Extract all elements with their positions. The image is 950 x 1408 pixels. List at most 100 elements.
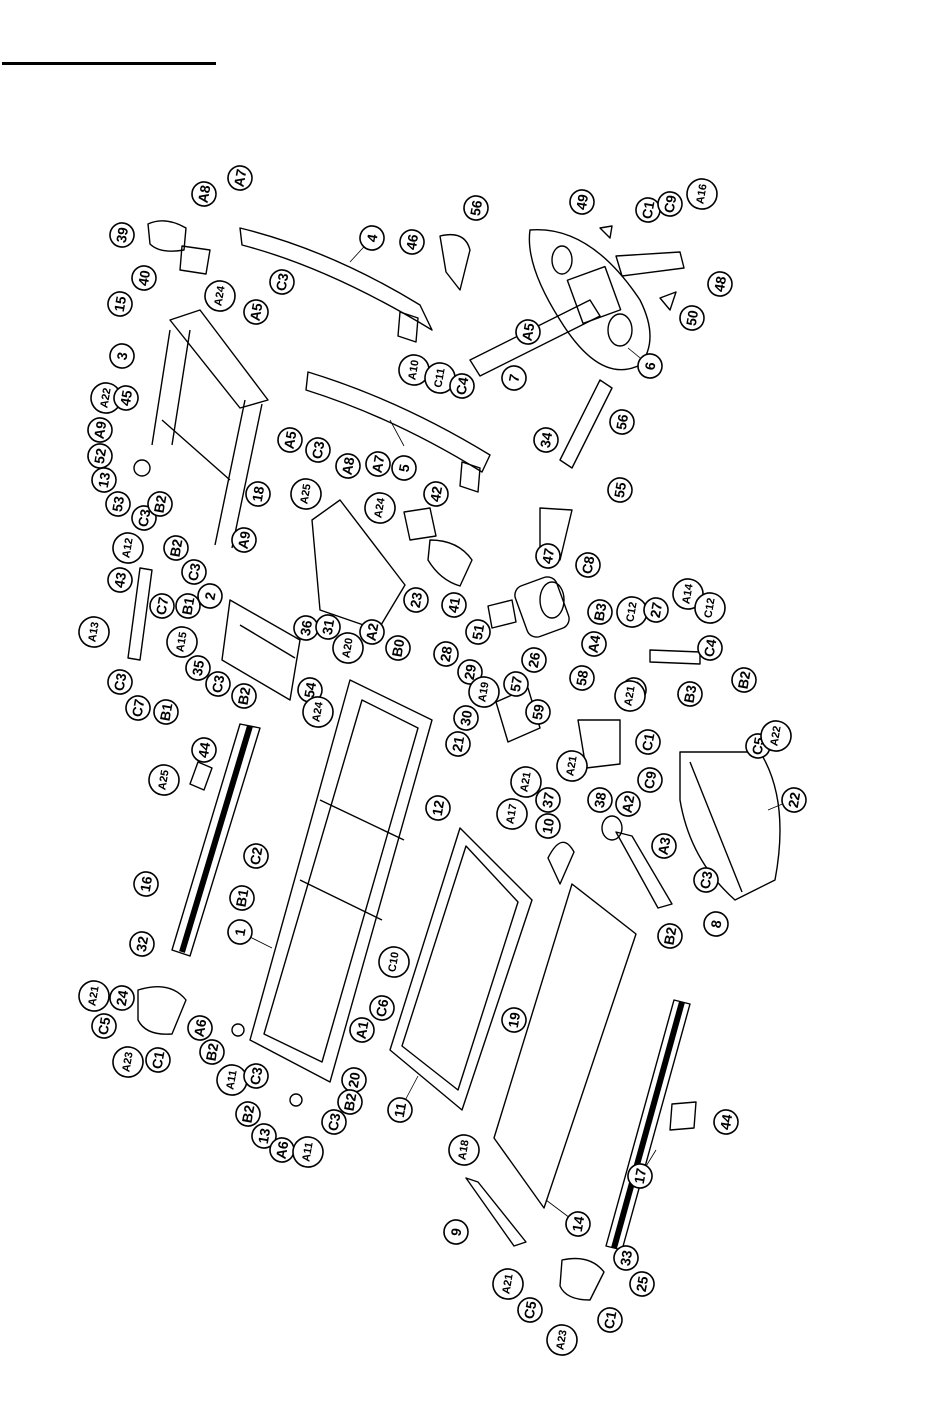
callout-a13: A13 <box>78 616 110 648</box>
callout-a24-mid: A24 <box>364 492 396 524</box>
callout-20: 20 <box>341 1067 367 1093</box>
callout-b2-mid: B2 <box>163 535 189 561</box>
callout-circle <box>637 767 663 793</box>
callout-circle <box>399 229 425 255</box>
part-main-frame-inner <box>263 699 419 1063</box>
callout-label: C3 <box>185 562 204 583</box>
callout-circle <box>87 417 113 443</box>
callout-circle <box>781 787 807 813</box>
callout-label: 46 <box>403 233 421 251</box>
part-deck-frame-inner <box>401 845 519 1091</box>
callout-label: A25 <box>298 483 313 505</box>
callout-circle <box>569 665 595 691</box>
callout-label: A6 <box>273 1140 292 1161</box>
callout-label: 16 <box>137 875 155 893</box>
part-46-grip <box>439 233 471 291</box>
callout-label: 9 <box>447 1227 464 1238</box>
callout-label: 56 <box>613 413 631 431</box>
callout-circle <box>364 492 396 524</box>
callout-17: 17 <box>627 1163 653 1189</box>
callout-circle <box>321 1109 347 1135</box>
callout-circle <box>457 659 483 685</box>
part-upright-foot-lower <box>459 461 481 493</box>
callout-b2-roller: B2 <box>657 923 683 949</box>
callout-label: A2 <box>619 794 638 815</box>
callout-circle <box>231 683 257 709</box>
callout-circle <box>145 1047 171 1073</box>
callout-label: 24 <box>113 989 131 1007</box>
callout-29: 29 <box>457 659 483 685</box>
part-upright-foot-upper <box>397 311 419 343</box>
part-drive-belt <box>547 841 575 885</box>
callout-28: 28 <box>433 641 459 667</box>
callout-a5-top: A5 <box>243 299 269 325</box>
callout-label: A19 <box>476 681 491 703</box>
callout-label: A9 <box>91 420 110 441</box>
callout-label: A5 <box>519 322 538 343</box>
part-upright-arm-lower <box>305 371 491 473</box>
callout-50: 50 <box>679 305 705 331</box>
callout-circle <box>235 1101 261 1127</box>
callout-label: B2 <box>661 926 680 947</box>
callout-label: 54 <box>301 681 319 699</box>
callout-circle <box>129 931 155 957</box>
callout-label: 18 <box>249 485 267 503</box>
callout-34: 34 <box>533 427 559 453</box>
callout-circle <box>335 453 361 479</box>
callout-circle <box>204 280 236 312</box>
callout-label: A18 <box>456 1139 471 1161</box>
callout-label: 12 <box>429 799 447 817</box>
callout-circle <box>315 614 341 640</box>
callout-circle <box>693 867 719 893</box>
callout-circle <box>148 764 180 796</box>
callout-b0: B0 <box>385 635 411 661</box>
callout-c3-frame: C3 <box>305 437 331 463</box>
callout-label: C1 <box>601 1310 620 1331</box>
callout-label: B2 <box>167 538 186 559</box>
callout-44-low: 44 <box>713 1109 739 1135</box>
callout-circle <box>501 365 527 391</box>
callout-circle <box>581 631 607 657</box>
part-rear-roller-lower <box>465 1177 527 1247</box>
callout-a17: A17 <box>496 798 528 830</box>
callout-49: 49 <box>569 189 595 215</box>
callout-circle <box>131 505 157 531</box>
callout-a5-left: A5 <box>277 427 303 453</box>
callout-label: B2 <box>151 494 170 515</box>
callout-label: B2 <box>341 1092 360 1113</box>
callout-circle <box>133 871 159 897</box>
callout-10: 10 <box>535 813 561 839</box>
callout-label: A7 <box>369 454 388 475</box>
callout-circle <box>112 1046 144 1078</box>
callout-c8: C8 <box>575 552 601 578</box>
callout-51: 51 <box>465 619 491 645</box>
callout-circle <box>290 478 322 510</box>
callout-label: A7 <box>231 168 250 189</box>
callout-b1-frame: B1 <box>229 885 255 911</box>
callout-b2-a6: B2 <box>199 1039 225 1065</box>
callout-b2-13: B2 <box>235 1101 261 1127</box>
callout-56-right: 56 <box>609 409 635 435</box>
callout-circle <box>269 269 295 295</box>
part-console-speaker-top <box>551 245 573 275</box>
callout-label: 7 <box>505 373 522 384</box>
part-wheel-left <box>133 459 151 477</box>
callout-c12-top: C12 <box>694 592 726 624</box>
part-incline-rail-b <box>171 329 191 446</box>
callout-16: 16 <box>133 871 159 897</box>
callout-circle <box>441 592 467 618</box>
callout-circle <box>109 343 135 369</box>
callout-c3-mid: C3 <box>181 559 207 585</box>
callout-label: B1 <box>233 888 252 909</box>
callout-label: A6 <box>191 1018 210 1039</box>
part-25-endcap <box>559 1257 605 1301</box>
callout-label: C1 <box>639 732 658 753</box>
callout-a21-low2: A21 <box>556 750 588 782</box>
callout-14: 14 <box>565 1211 591 1237</box>
header-rule <box>2 62 216 65</box>
callout-a8-mid: A8 <box>335 453 361 479</box>
callout-c3-left: C3 <box>131 505 157 531</box>
callout-circle <box>359 619 385 645</box>
part-running-deck <box>493 883 637 1209</box>
